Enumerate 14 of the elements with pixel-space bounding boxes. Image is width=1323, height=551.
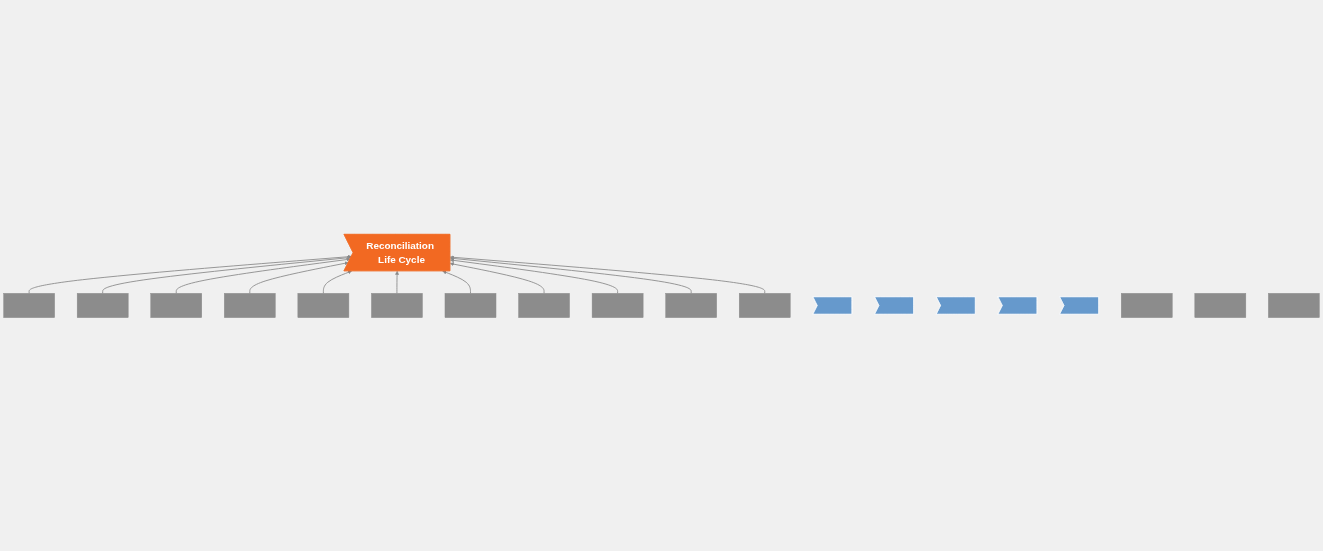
node-box (591, 292, 644, 318)
node-box (371, 292, 423, 318)
node-box (150, 292, 202, 318)
node-box (3, 292, 55, 318)
node-bar (1268, 292, 1320, 318)
node-box (224, 292, 276, 318)
node-box (518, 292, 570, 318)
node-box (739, 292, 791, 318)
node-bar (1121, 292, 1173, 318)
node-bar (1194, 292, 1247, 318)
node-box (665, 292, 717, 318)
node-box (297, 292, 350, 318)
node-box (76, 292, 129, 318)
node-box (444, 292, 497, 318)
